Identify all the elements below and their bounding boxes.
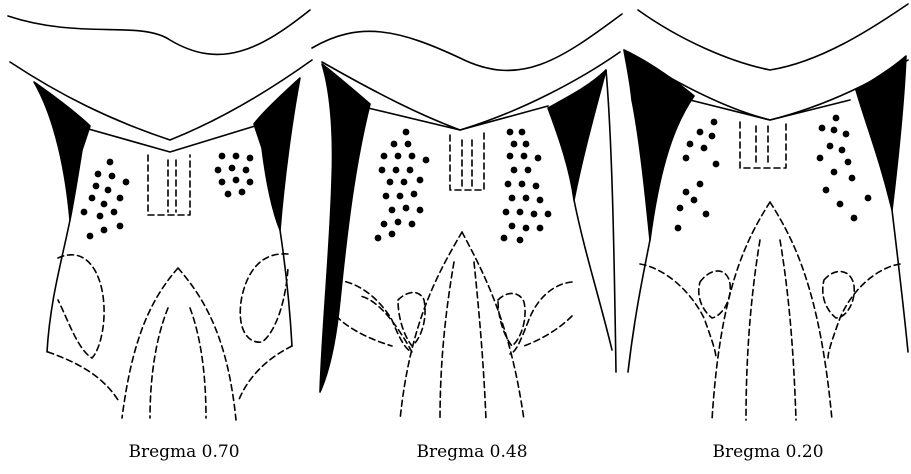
section-panel-bregma-0-20 (624, 4, 908, 420)
ventricle-right (856, 56, 906, 210)
ventricle-right (254, 78, 300, 230)
section-panel-bregma-0-70 (8, 10, 312, 420)
dashed-structures (48, 155, 292, 420)
cortex-outer-boundary (8, 10, 310, 54)
outline-right (280, 230, 292, 346)
cortex-outer-boundary (638, 4, 908, 70)
marker-dots (81, 153, 254, 240)
section-label-bregma-0-20: Bregma 0.20 (648, 442, 888, 462)
marker-dots (675, 115, 872, 232)
outline-left (628, 240, 650, 372)
dashed-structures (640, 120, 900, 420)
corpus-callosum-line (85, 126, 255, 152)
dashed-structures (336, 133, 572, 420)
outline-right (892, 210, 908, 352)
outline-left (47, 220, 70, 352)
marker-dots (375, 129, 552, 244)
ventricle-left (320, 64, 370, 392)
ventricle-left (624, 50, 694, 240)
corpus-callosum-line (690, 100, 850, 120)
cortex-outer-boundary (312, 14, 622, 70)
corpus-callosum-line (368, 106, 548, 130)
section-label-bregma-0-48: Bregma 0.48 (352, 442, 592, 462)
section-label-bregma-0-70: Bregma 0.70 (64, 442, 304, 462)
section-panel-bregma-0-48 (312, 14, 622, 420)
